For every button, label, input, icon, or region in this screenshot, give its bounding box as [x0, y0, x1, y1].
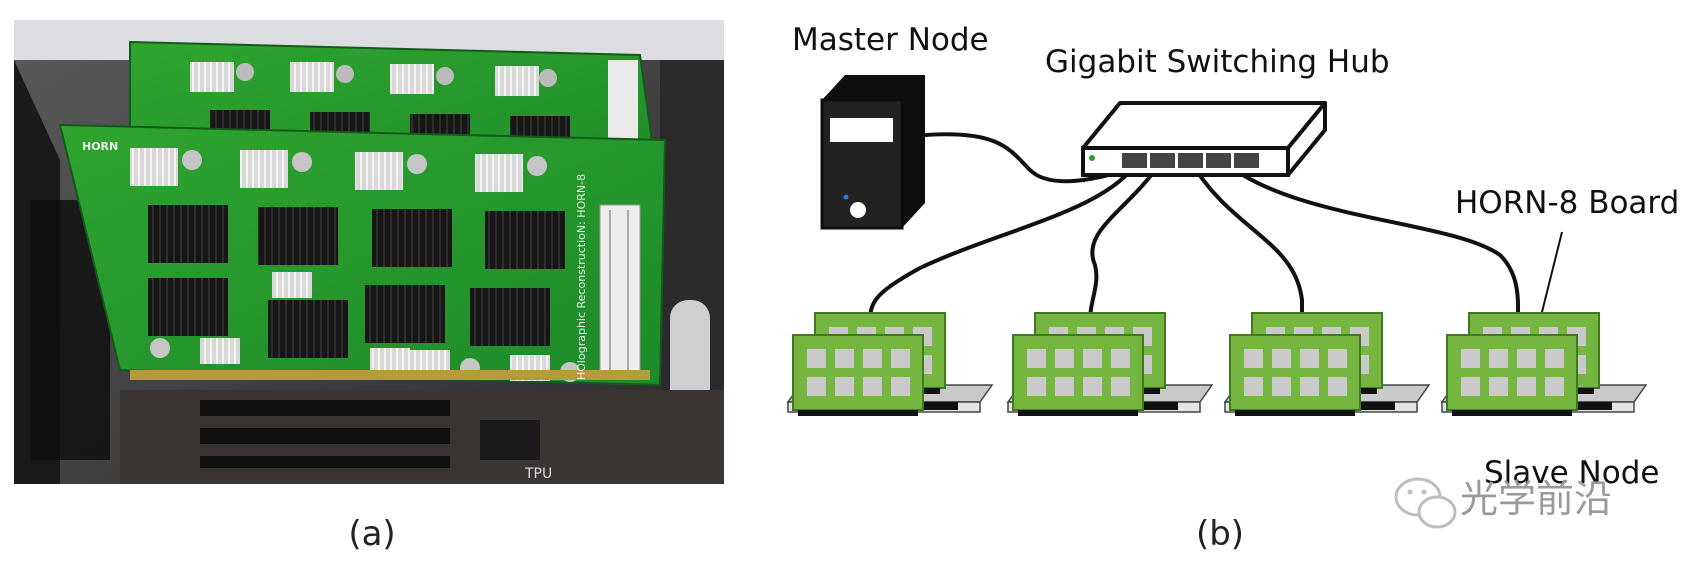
slave-node-2 — [1006, 312, 1214, 416]
watermark: 光学前沿 — [1394, 477, 1612, 529]
master-node-label: Master Node — [792, 22, 989, 58]
slave-node-4 — [1440, 312, 1648, 416]
horn-logo: HORN — [82, 140, 118, 153]
horn8-board-icon — [792, 334, 924, 416]
caption-a: (a) — [348, 514, 395, 554]
horn8-board-icon — [1012, 334, 1144, 416]
network-cables — [868, 132, 1521, 321]
gigabit-switch-icon — [1081, 101, 1327, 177]
switching-hub-label: Gigabit Switching Hub — [1045, 44, 1390, 80]
watermark-text: 光学前沿 — [1460, 477, 1612, 521]
horn8-board-icon — [1446, 334, 1578, 416]
horn8-board-icon — [1229, 334, 1361, 416]
cluster-diagram: Master Node Gigabit Switching Hub HORN-8… — [786, 22, 1679, 554]
horn8-board-front: HORN HOlographic Reconstru — [58, 123, 667, 387]
system-diagram: Master Node Gigabit Switching Hub HORN-8… — [760, 0, 1684, 574]
tpu-label: TPU — [524, 466, 552, 482]
board-leader-line — [1539, 231, 1563, 321]
board-vertical-label: HOlographic ReconstructioN: HORN-8 — [575, 174, 588, 380]
photo-panel: TPU HORN — [0, 0, 760, 574]
slave-node-label: Slave Node — [1484, 455, 1659, 491]
wechat-icon — [1394, 477, 1457, 529]
slave-node-1 — [786, 312, 994, 416]
slave-node-3 — [1223, 312, 1431, 416]
caption-b: (b) — [1196, 514, 1244, 554]
master-node-pc-icon — [820, 75, 925, 230]
horn8-board-label: HORN-8 Board — [1455, 185, 1679, 221]
horn8-boards-photo: TPU HORN — [14, 20, 724, 554]
